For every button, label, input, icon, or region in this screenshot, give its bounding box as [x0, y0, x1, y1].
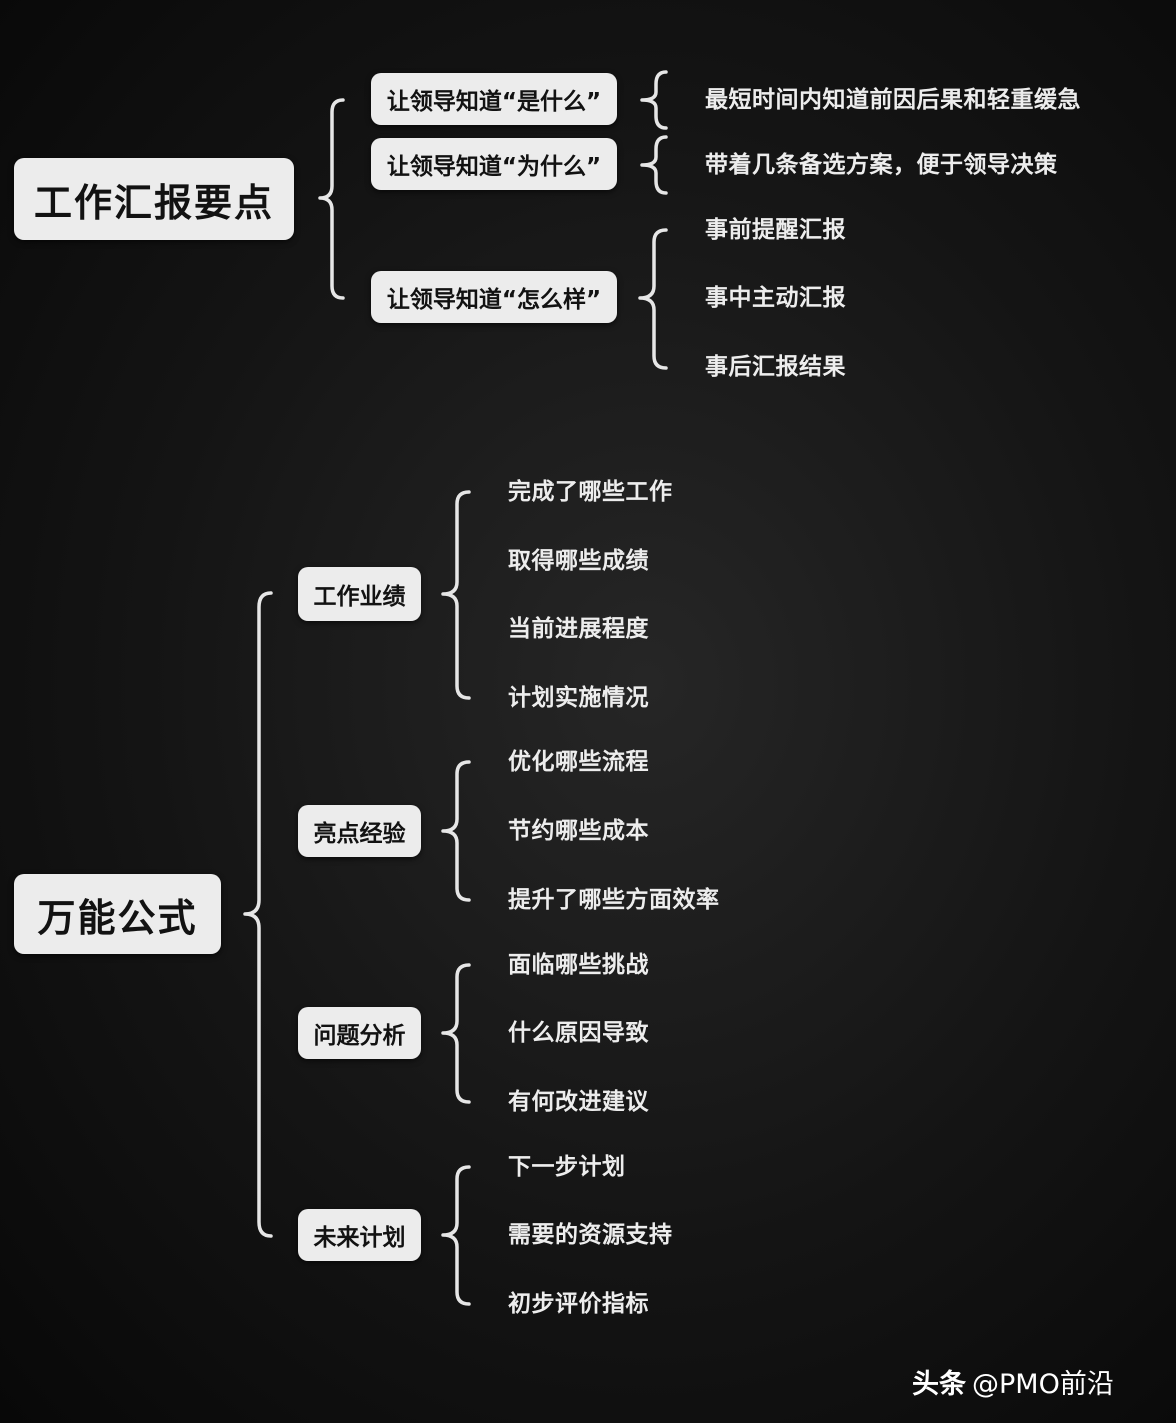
watermark-handle: @PMO前沿 — [972, 1369, 1114, 1400]
leaf-item: 事前提醒汇报 — [705, 217, 846, 243]
leaf-item: 节约哪些成本 — [508, 818, 649, 844]
branch-node-how: 让领导知道“怎么样” — [371, 271, 617, 323]
leaf-item: 面临哪些挑战 — [508, 952, 649, 978]
leaf-item: 提升了哪些方面效率 — [508, 887, 720, 913]
watermark: 头条@PMO前沿 — [912, 1362, 1114, 1401]
leaf-item: 初步评价指标 — [508, 1291, 649, 1317]
leaf-item: 当前进展程度 — [508, 616, 649, 642]
branch-node-future: 未来计划 — [298, 1209, 421, 1261]
leaf-item: 取得哪些成绩 — [508, 548, 649, 574]
leaf-item: 下一步计划 — [508, 1154, 626, 1180]
branch-node-highlights: 亮点经验 — [298, 805, 421, 857]
leaf-item: 最短时间内知道前因后果和轻重缓急 — [705, 87, 1081, 113]
leaf-item: 什么原因导致 — [508, 1020, 649, 1046]
branch-node-why: 让领导知道“为什么” — [371, 138, 617, 190]
root-node-report-essentials: 工作汇报要点 — [14, 158, 294, 240]
leaf-item: 带着几条备选方案，便于领导决策 — [705, 152, 1058, 178]
leaf-item: 事后汇报结果 — [705, 354, 846, 380]
branch-node-problems: 问题分析 — [298, 1007, 421, 1059]
branch-node-what: 让领导知道“是什么” — [371, 73, 617, 125]
watermark-brand: 头条 — [912, 1369, 966, 1400]
leaf-item: 优化哪些流程 — [508, 749, 649, 775]
leaf-item: 计划实施情况 — [508, 685, 649, 711]
leaf-item: 完成了哪些工作 — [508, 479, 673, 505]
leaf-item: 事中主动汇报 — [705, 285, 846, 311]
leaf-item: 有何改进建议 — [508, 1089, 649, 1115]
leaf-item: 需要的资源支持 — [508, 1222, 673, 1248]
branch-node-performance: 工作业绩 — [298, 567, 421, 621]
root-node-universal-formula: 万能公式 — [14, 874, 221, 954]
